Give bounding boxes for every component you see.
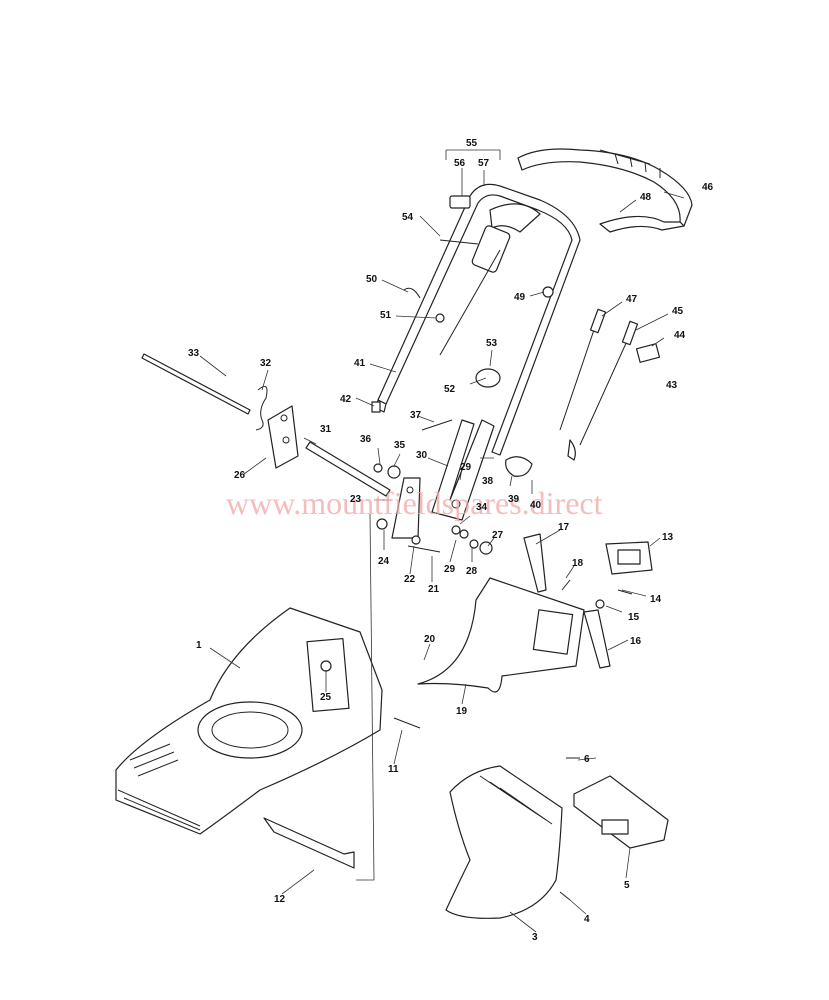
label-37: 37 <box>410 410 422 421</box>
label-3: 3 <box>532 932 538 943</box>
label-44: 44 <box>674 330 686 341</box>
label-53: 53 <box>486 338 498 349</box>
label-43: 43 <box>666 380 678 391</box>
label-50: 50 <box>366 274 378 285</box>
label-39: 39 <box>508 494 520 505</box>
label-22: 22 <box>404 574 416 585</box>
label-27: 27 <box>492 530 504 541</box>
label-19: 19 <box>456 706 468 717</box>
label-4: 4 <box>584 914 590 925</box>
label-18: 18 <box>572 558 584 569</box>
label-55: 55 <box>466 138 478 149</box>
height-adjust-lever <box>391 477 421 539</box>
label-41: 41 <box>354 358 366 369</box>
label-1: 1 <box>196 640 202 651</box>
label-29b: 29 <box>444 564 456 575</box>
label-20: 20 <box>424 634 436 645</box>
handle-grip-bar <box>517 148 693 233</box>
handle-cross-tube <box>471 203 541 273</box>
label-26: 26 <box>234 470 246 481</box>
rear-baffle <box>417 533 611 693</box>
label-14: 14 <box>650 594 662 605</box>
label-12: 12 <box>274 894 286 905</box>
mower-deck <box>115 607 383 869</box>
label-47: 47 <box>626 294 638 305</box>
left-bracket <box>267 405 299 469</box>
grass-flap-holder <box>605 541 653 575</box>
label-6: 6 <box>584 754 590 765</box>
label-57: 57 <box>478 158 490 169</box>
front-plate <box>573 775 669 849</box>
label-54: 54 <box>402 212 414 223</box>
label-38: 38 <box>482 476 494 487</box>
label-34: 34 <box>476 502 488 513</box>
label-23: 23 <box>350 494 362 505</box>
label-5: 5 <box>624 880 630 891</box>
label-49: 49 <box>514 292 526 303</box>
label-15: 15 <box>628 612 640 623</box>
upper-handle <box>375 183 581 456</box>
lower-handle-arm <box>431 419 495 521</box>
label-33: 33 <box>188 348 200 359</box>
watermark: www.mountfieldspares.direct <box>226 485 603 521</box>
callout-labels: 55 56 57 54 50 51 41 42 33 32 31 26 36 3… <box>188 138 714 943</box>
spring-32 <box>255 385 268 431</box>
label-35: 35 <box>394 440 406 451</box>
label-46: 46 <box>702 182 714 193</box>
small-parts <box>371 195 661 901</box>
rear-axle-rod <box>141 353 391 497</box>
label-36: 36 <box>360 434 372 445</box>
label-31: 31 <box>320 424 332 435</box>
label-56: 56 <box>454 158 466 169</box>
label-16: 16 <box>630 636 642 647</box>
label-29a: 29 <box>460 462 472 473</box>
label-25: 25 <box>320 692 332 703</box>
label-17: 17 <box>558 522 570 533</box>
label-24: 24 <box>378 556 390 567</box>
leader-lines <box>199 149 685 933</box>
label-52: 52 <box>444 384 456 395</box>
label-32: 32 <box>260 358 272 369</box>
label-11: 11 <box>388 764 399 775</box>
label-40: 40 <box>530 500 542 511</box>
front-hood <box>445 765 563 919</box>
label-30: 30 <box>416 450 428 461</box>
label-45: 45 <box>672 306 684 317</box>
label-42: 42 <box>340 394 352 405</box>
label-51: 51 <box>380 310 392 321</box>
label-21: 21 <box>428 584 440 595</box>
label-48: 48 <box>640 192 652 203</box>
label-28: 28 <box>466 566 478 577</box>
label-13: 13 <box>662 532 674 543</box>
drive-cables <box>439 249 639 461</box>
